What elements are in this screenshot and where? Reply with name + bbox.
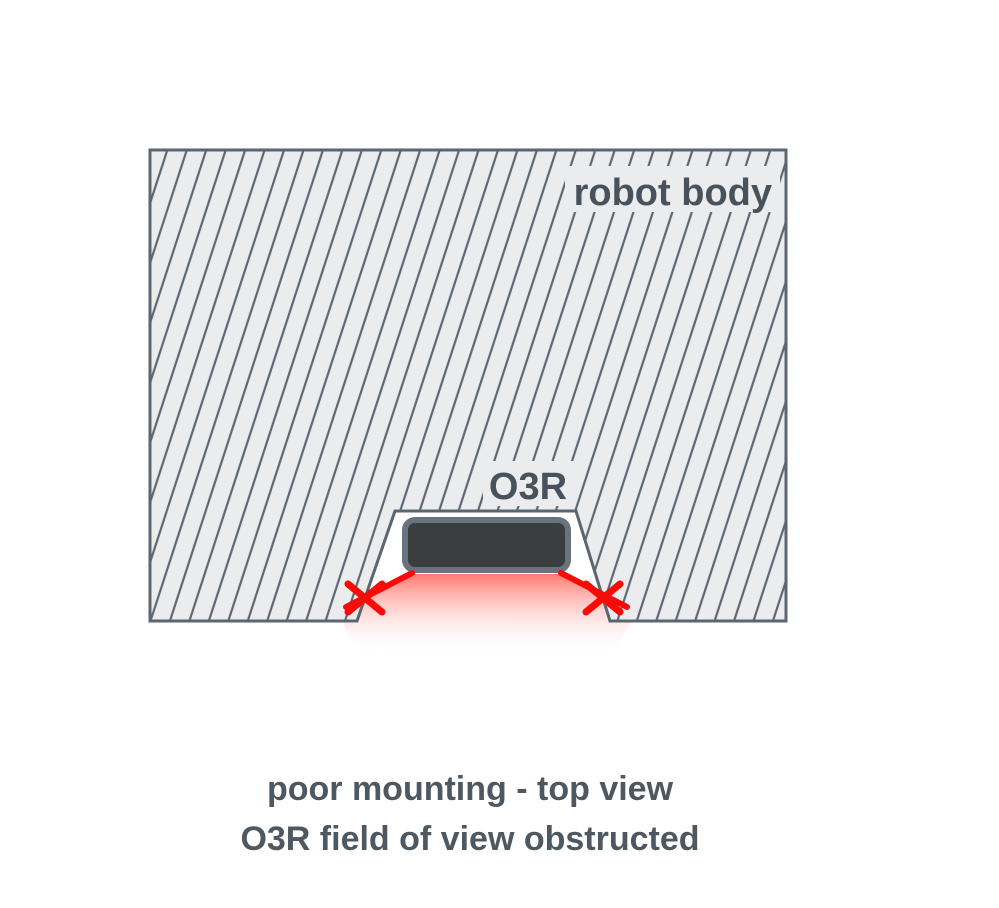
- robot-body-label: robot body: [574, 172, 772, 214]
- o3r-label-backdrop: [483, 461, 575, 506]
- obstruction-x-left-icon: [344, 580, 386, 616]
- o3r-camera-border: [402, 517, 571, 573]
- caption-line-1: poor mounting - top view: [266, 770, 674, 808]
- robot-body-shape: [148, 148, 788, 623]
- o3r-label: O3R: [489, 466, 567, 508]
- caption: poor mounting - top view O3R field of vi…: [0, 764, 940, 864]
- obstruction-x-right-icon: [582, 580, 624, 616]
- caption-line-2: O3R field of view obstructed: [240, 820, 700, 858]
- robot-body-label-backdrop: [565, 166, 780, 212]
- o3r-camera: [405, 520, 568, 570]
- fov-gradient: [339, 574, 634, 658]
